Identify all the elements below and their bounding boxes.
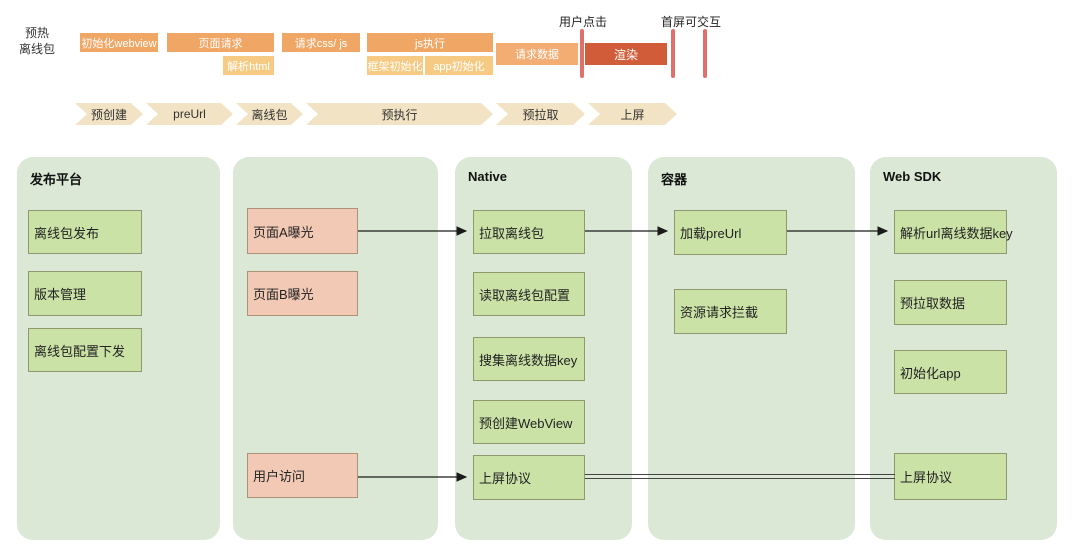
marker-user-click-line bbox=[580, 29, 584, 78]
bar-framework-init: 框架初始化 bbox=[367, 56, 423, 75]
bar-app-init: app初始化 bbox=[425, 56, 493, 75]
marker-first-screen-line bbox=[671, 29, 675, 78]
bar-init-webview: 初始化webview bbox=[80, 33, 158, 52]
preheat-label-line2: 离线包 bbox=[18, 41, 55, 56]
box-load-preurl: 加载preUrl bbox=[674, 210, 787, 255]
box-pull-offline-package: 拉取离线包 bbox=[473, 210, 585, 254]
preheat-offline-package-label: 预热 离线包 bbox=[8, 26, 66, 57]
box-prefetch-data: 预拉取数据 bbox=[894, 280, 1007, 325]
box-page-a-exposure: 页面A曝光 bbox=[247, 208, 358, 254]
box-onscreen-protocol-websdk: 上屏协议 bbox=[894, 453, 1007, 500]
step-chevron-preurl: preUrl bbox=[146, 103, 233, 125]
step-chevron-offline-package: 离线包 bbox=[236, 103, 303, 125]
step-chevron-preexec: 预执行 bbox=[306, 103, 493, 125]
box-resource-request-intercept: 资源请求拦截 bbox=[674, 289, 787, 334]
bar-page-request: 页面请求 bbox=[167, 33, 274, 52]
box-page-b-exposure: 页面B曝光 bbox=[247, 271, 358, 316]
bar-request-data: 请求数据 bbox=[496, 43, 578, 65]
box-read-offline-config: 读取离线包配置 bbox=[473, 272, 585, 316]
box-parse-url-offline-data-key: 解析url离线数据key bbox=[894, 210, 1013, 254]
box-precreate-webview: 预创建WebView bbox=[473, 400, 585, 444]
column-title-publish-platform: 发布平台 bbox=[30, 172, 83, 187]
box-user-visit: 用户访问 bbox=[247, 453, 358, 498]
marker-interactive-label: 可交互 bbox=[684, 15, 722, 29]
box-onscreen-protocol-native: 上屏协议 bbox=[473, 455, 585, 500]
bar-render: 渲染 bbox=[585, 43, 667, 65]
box-offline-package-publish: 离线包发布 bbox=[28, 210, 142, 254]
marker-interactive-line bbox=[703, 29, 707, 78]
column-title-web-sdk: Web SDK bbox=[883, 169, 942, 184]
marker-first-screen-label: 首屏 bbox=[660, 15, 686, 29]
bar-js-exec: js执行 bbox=[367, 33, 493, 52]
box-init-app: 初始化app bbox=[894, 350, 1007, 394]
marker-user-click-label: 用户点击 bbox=[558, 15, 608, 29]
box-version-management: 版本管理 bbox=[28, 271, 142, 316]
preheat-label-line1: 预热 bbox=[24, 26, 49, 40]
box-offline-config-distribution: 离线包配置下发 bbox=[28, 328, 142, 372]
step-chevron-prefetch: 预拉取 bbox=[496, 103, 585, 125]
column-title-container: 容器 bbox=[661, 172, 688, 187]
step-chevron-precreate: 预创建 bbox=[75, 103, 143, 125]
step-chevron-onscreen: 上屏 bbox=[588, 103, 677, 125]
bar-request-css-js: 请求css/ js bbox=[282, 33, 360, 52]
column-title-native: Native bbox=[468, 169, 508, 184]
box-collect-offline-data-key: 搜集离线数据key bbox=[473, 337, 585, 381]
bar-parse-html: 解析html bbox=[223, 56, 274, 75]
